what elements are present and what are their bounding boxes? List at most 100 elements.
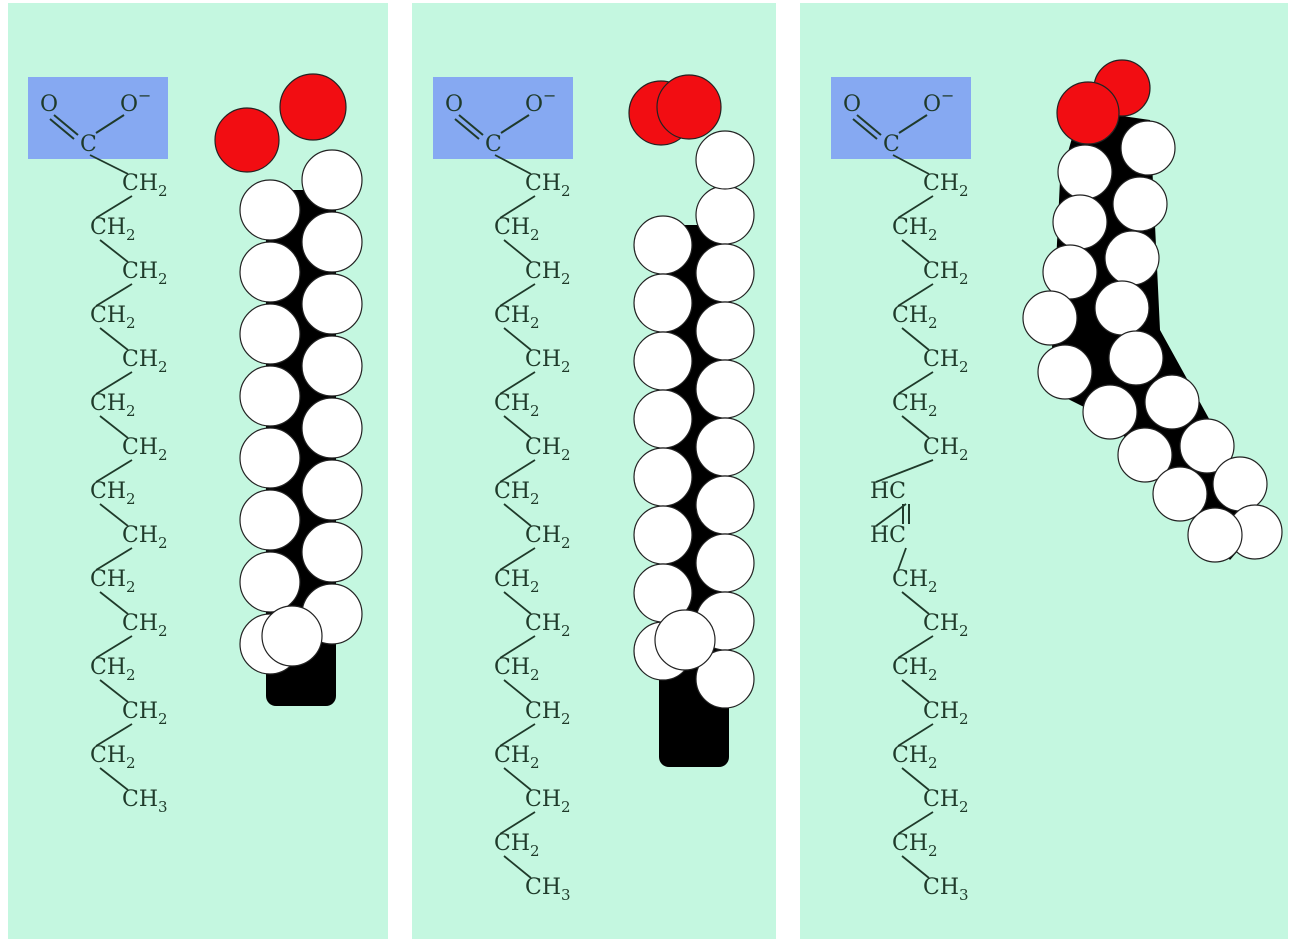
chain-unit-label: CH2 xyxy=(892,567,938,596)
bond-line xyxy=(99,327,129,351)
hydrogen-atom xyxy=(1117,427,1173,483)
bond-line xyxy=(875,503,907,527)
chain-unit-label: CH2 xyxy=(923,699,969,728)
hydrogen-atom xyxy=(633,331,693,391)
chain-unit-label: CH2 xyxy=(892,831,938,860)
bond-line xyxy=(897,723,934,747)
hydrogen-atom xyxy=(239,427,301,489)
bond-line xyxy=(503,415,532,439)
hydrogen-atom xyxy=(695,243,755,303)
hydrogen-atom xyxy=(1112,176,1168,232)
chain-unit-label: CH2 xyxy=(892,215,938,244)
hydrogen-atom xyxy=(1108,330,1164,386)
chain-unit-label: CH2 xyxy=(923,611,969,640)
oxygen-right-label: O xyxy=(525,92,543,117)
chain-unit-label: HC xyxy=(870,523,906,548)
bond-line xyxy=(503,679,532,703)
bond-line xyxy=(95,459,133,483)
bond-line xyxy=(499,723,536,747)
bond-line xyxy=(49,118,75,140)
panel-3-model xyxy=(1022,59,1283,563)
oxygen-atom xyxy=(1056,81,1120,145)
hydrogen-atom xyxy=(695,533,755,593)
hydrogen-atom xyxy=(695,359,755,419)
hydrogen-atom xyxy=(1052,194,1108,250)
bond-line xyxy=(95,635,133,659)
chain-unit-label: CH2 xyxy=(923,259,969,288)
bond-line xyxy=(901,591,930,615)
chain-unit-label: CH2 xyxy=(494,303,540,332)
hydrogen-atom xyxy=(1187,507,1243,563)
hydrogen-atom xyxy=(1152,466,1208,522)
bond-line xyxy=(901,767,930,791)
carboxyl-group-box xyxy=(28,77,168,159)
bond-line xyxy=(503,503,532,527)
oxygen-left-label: O xyxy=(40,92,58,117)
chain-unit-label: CH2 xyxy=(494,391,540,420)
bond-line xyxy=(875,459,934,483)
hydrogen-atom xyxy=(301,211,363,273)
hydrogen-atom xyxy=(239,241,301,303)
chain-unit-label: CH2 xyxy=(892,743,938,772)
hydrogen-atom xyxy=(239,303,301,365)
chain-unit-label: CH2 xyxy=(892,391,938,420)
bond-line xyxy=(901,855,930,879)
hydrogen-atom xyxy=(301,335,363,397)
bond-line xyxy=(99,679,129,703)
bond-line xyxy=(99,239,129,263)
hydrogen-atom xyxy=(633,389,693,449)
hydrogen-atom xyxy=(239,551,301,613)
chain-unit-label: CH2 xyxy=(494,831,540,860)
chain-unit-label: CH2 xyxy=(525,435,571,464)
bond-line xyxy=(95,195,133,219)
bond-line xyxy=(897,811,934,835)
hydrogen-atom xyxy=(633,273,693,333)
charge-label: − xyxy=(543,86,556,105)
bond-line xyxy=(89,154,129,175)
oxygen-right-label: O xyxy=(120,92,138,117)
hydrogen-atom xyxy=(633,505,693,565)
carbon-label: C xyxy=(883,132,900,157)
hydrogen-atom xyxy=(1212,456,1268,512)
bond-line xyxy=(499,635,536,659)
bond-line xyxy=(898,114,928,134)
bond-line xyxy=(503,591,532,615)
hydrogen-atom xyxy=(301,521,363,583)
panel-1-model xyxy=(214,73,363,706)
bond-line xyxy=(503,239,532,263)
oxygen-left-label: O xyxy=(843,92,861,117)
bond-line xyxy=(53,114,79,136)
hydrogen-atom xyxy=(1094,280,1150,336)
bond-line xyxy=(454,118,480,140)
chain-unit-label: CH2 xyxy=(90,567,136,596)
hydrogen-atom xyxy=(1057,144,1113,200)
bond-line xyxy=(503,855,532,879)
hydrogen-atom xyxy=(695,417,755,477)
bond-line xyxy=(99,415,129,439)
chain-unit-label: CH2 xyxy=(494,743,540,772)
hydrogen-atom xyxy=(261,605,323,667)
oxygen-atom xyxy=(656,74,722,140)
bond-line xyxy=(852,118,878,140)
bond-line xyxy=(95,114,125,134)
bond-line xyxy=(499,195,536,219)
hydrogen-atom xyxy=(654,609,716,671)
hydrogen-atom xyxy=(1022,290,1078,346)
chain-unit-label: CH2 xyxy=(494,479,540,508)
bond-line xyxy=(499,547,536,571)
bond-line xyxy=(901,679,930,703)
hydrogen-atom xyxy=(1082,384,1138,440)
chain-unit-label: HC xyxy=(870,479,906,504)
chain-unit-label: CH2 xyxy=(923,347,969,376)
hydrogen-atom xyxy=(1144,374,1200,430)
oxygen-atom xyxy=(279,73,347,141)
bond-line xyxy=(897,283,934,307)
bond-line xyxy=(95,547,133,571)
chain-unit-label: CH2 xyxy=(122,523,168,552)
chain-unit-label: CH2 xyxy=(525,171,571,200)
bond-line xyxy=(897,547,907,571)
chain-unit-label: CH2 xyxy=(122,435,168,464)
chain-unit-label: CH3 xyxy=(923,875,969,904)
chain-unit-label: CH2 xyxy=(122,171,168,200)
bond-line xyxy=(901,415,930,439)
